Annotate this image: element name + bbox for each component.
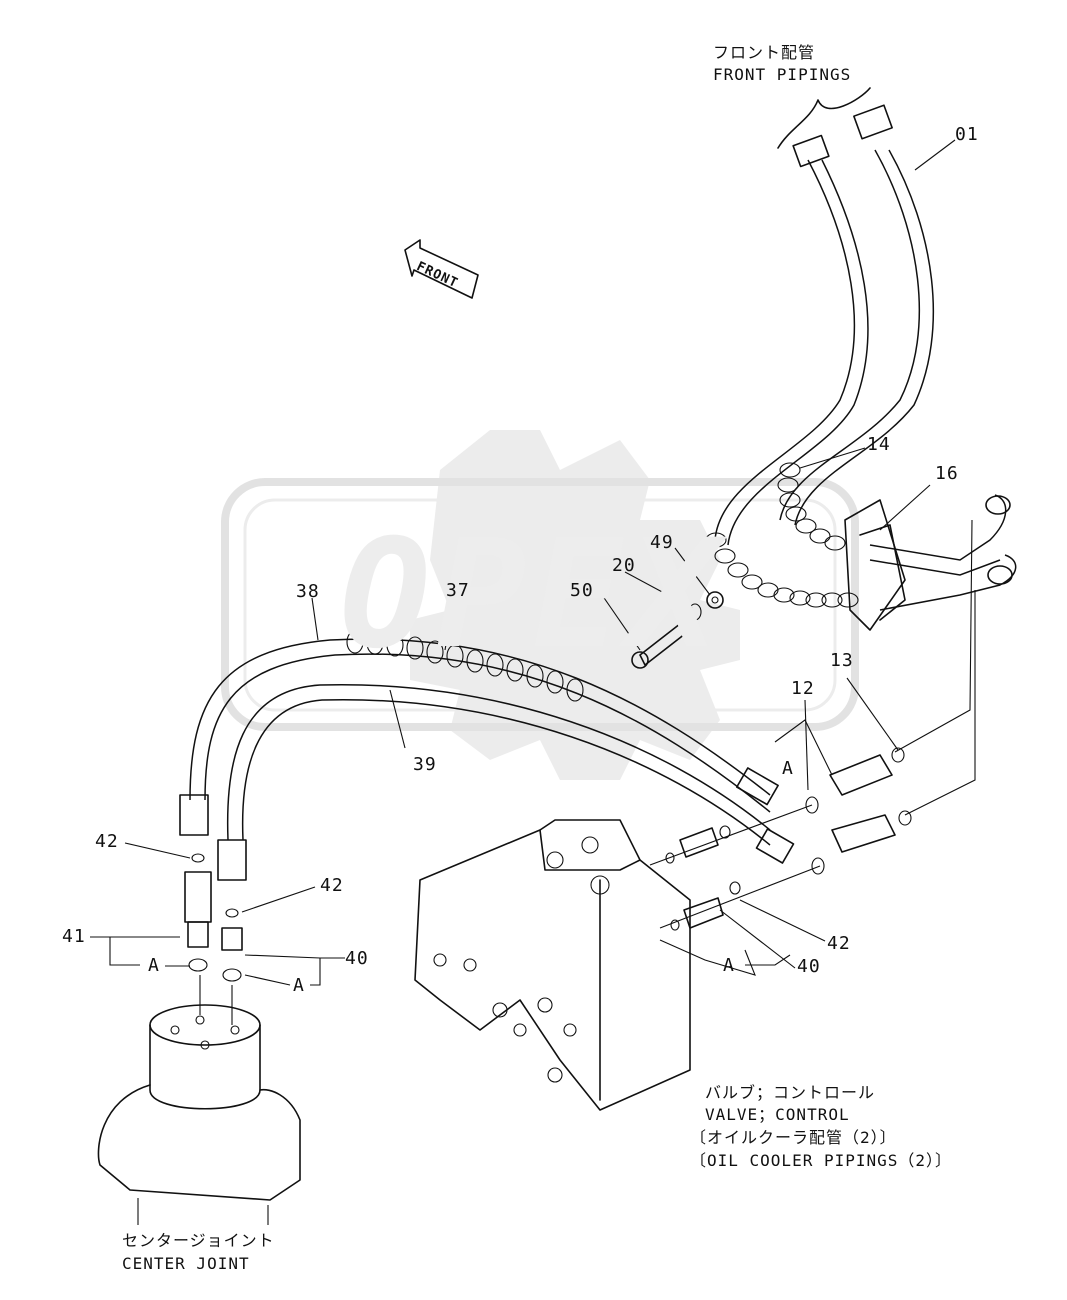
part-number-49: 49 — [650, 532, 674, 553]
part-number-42-right: 42 — [827, 933, 851, 954]
part-number-14: 14 — [867, 434, 891, 455]
oil-cooler-en-label: 〔OIL COOLER PIPINGS（2）〕 — [690, 1151, 953, 1170]
label-a-valve-bottom: A — [723, 955, 735, 976]
spiral-guard-14 — [777, 462, 846, 551]
part-number-16: 16 — [935, 463, 959, 484]
spiral-guard-lower — [705, 532, 859, 608]
center-joint — [97, 975, 301, 1225]
front-pipings-en-label: FRONT PIPINGS — [713, 65, 852, 84]
center-joint-jp-label: センタージョイント — [122, 1231, 275, 1250]
part-number-40-right: 40 — [797, 956, 821, 977]
part-number-42-left: 42 — [95, 831, 119, 852]
hoses-37-38-39 — [179, 630, 795, 881]
front-pipings-jp-label: フロント配管 — [713, 43, 816, 62]
leader-lines — [90, 139, 956, 986]
oil-cooler-jp-label: 〔オイルクーラ配管（2）〕 — [690, 1128, 897, 1147]
clamp-16 — [844, 494, 1017, 631]
part-number-37: 37 — [446, 580, 470, 601]
part-number-12: 12 — [791, 678, 815, 699]
valve-en-label: VALVE；CONTROL — [705, 1105, 850, 1124]
watermark-gear — [410, 430, 740, 780]
watermark-text: OPEX — [340, 508, 726, 682]
part-number-13: 13 — [830, 650, 854, 671]
part-number-50: 50 — [570, 580, 594, 601]
bolt-50 — [631, 591, 724, 669]
part-number-39: 39 — [413, 754, 437, 775]
valve-jp-label: バルブ；コントロール — [705, 1083, 876, 1102]
part-number-20: 20 — [612, 555, 636, 576]
part-number-38: 38 — [296, 581, 320, 602]
part-number-40-left: 40 — [345, 948, 369, 969]
part-number-42-center: 42 — [320, 875, 344, 896]
front-pipings-hoses — [714, 104, 935, 546]
adapters-40-41 — [184, 853, 243, 982]
label-a-valve-top: A — [782, 758, 794, 779]
front-arrow — [404, 239, 479, 299]
control-valve — [414, 804, 821, 1111]
part-number-41: 41 — [62, 926, 86, 947]
label-a-left: A — [148, 955, 160, 976]
part-number-01: 01 — [955, 124, 979, 145]
fittings-12-13 — [774, 519, 976, 875]
front-pipings-brace — [777, 87, 871, 149]
center-joint-en-label: CENTER JOINT — [122, 1254, 250, 1273]
label-a-center: A — [293, 975, 305, 996]
